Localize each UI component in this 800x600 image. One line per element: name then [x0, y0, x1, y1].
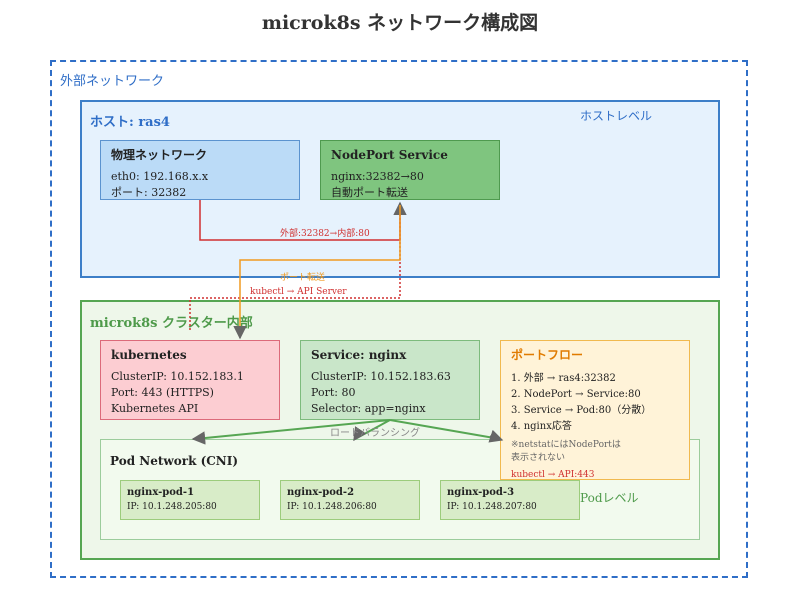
pod-ip: IP: 10.1.248.206:80: [287, 502, 377, 512]
external-network-region: [50, 60, 748, 578]
nginx-service-box: Service: nginx ClusterIP: 10.152.183.63 …: [300, 340, 480, 420]
pod-name: nginx-pod-3: [447, 487, 515, 498]
diagram-title: microk8s ネットワーク構成図: [261, 12, 539, 34]
load-balancing-label: ロードバランシング: [330, 428, 420, 439]
nginx-service-selector: Selector: app=nginx: [311, 402, 426, 415]
pod-name: nginx-pod-1: [127, 487, 195, 498]
pod-box-3: nginx-pod-3 IP: 10.1.248.207:80: [440, 480, 580, 520]
port-flow-note-2: 表示されない: [511, 453, 566, 463]
pod-name: nginx-pod-2: [287, 487, 355, 498]
port-flow-step: 1. 外部 → ras4:32382: [511, 373, 616, 384]
port-forward-label: ポート転送: [280, 273, 326, 283]
port-flow-step: 3. Service → Pod:80（分散）: [511, 405, 652, 416]
port-flow-kubectl-note: kubectl → API:443: [511, 470, 595, 480]
ext-internal-label: 外部:32382→内部:80: [280, 229, 370, 239]
port-flow-step: 2. NodePort → Service:80: [511, 389, 641, 400]
pod-box-2: nginx-pod-2 IP: 10.1.248.206:80: [280, 480, 420, 520]
cluster-label: microk8s クラスター内部: [90, 316, 253, 331]
load-balance-arrow-1: [191, 431, 206, 445]
port-forward-line: [239, 205, 401, 330]
pod-box-1: nginx-pod-1 IP: 10.1.248.205:80: [120, 480, 260, 520]
physical-port: ポート: 32382: [111, 186, 187, 199]
nodeport-service-box: NodePort Service nginx:32382→80 自動ポート転送: [320, 140, 500, 200]
nginx-service-cluster-ip: ClusterIP: 10.152.183.63: [311, 370, 451, 383]
load-balance-arrow-3: [488, 429, 504, 443]
pod-ip: IP: 10.1.248.205:80: [127, 502, 217, 512]
port-flow-note-1: ※netstatにはNodePortは: [511, 440, 621, 450]
host-label: ホスト: ras4: [90, 115, 170, 130]
kubernetes-cluster-ip: ClusterIP: 10.152.183.1: [111, 370, 244, 383]
load-balance-line-3: [389, 419, 501, 440]
port-flow-step: 4. nginx応答: [511, 421, 572, 432]
host-level-label: ホストレベル: [580, 109, 653, 123]
nodeport-desc: 自動ポート転送: [331, 186, 408, 199]
kubectl-api-label: kubectl → API Server: [250, 287, 347, 297]
physical-eth0: eth0: 192.168.x.x: [111, 170, 209, 183]
kubernetes-service-box: kubernetes ClusterIP: 10.152.183.1 Port:…: [100, 340, 280, 420]
nginx-service-port: Port: 80: [311, 386, 356, 399]
kubernetes-port: Port: 443 (HTTPS): [111, 386, 214, 399]
external-network-label: 外部ネットワーク: [60, 74, 165, 89]
pod-network-label: Pod Network (CNI): [110, 454, 239, 468]
kubernetes-title: kubernetes: [111, 348, 187, 362]
port-flow-box: ポートフロー 1. 外部 → ras4:32382 2. NodePort → …: [500, 340, 690, 480]
load-balance-line-1: [194, 419, 391, 440]
physical-network-title: 物理ネットワーク: [111, 148, 208, 162]
nodeport-mapping: nginx:32382→80: [331, 170, 424, 183]
load-balance-arrow-2: [353, 426, 367, 442]
port-flow-title: ポートフロー: [511, 348, 584, 362]
pod-level-label: Podレベル: [580, 491, 639, 505]
pod-ip: IP: 10.1.248.207:80: [447, 502, 537, 512]
nodeport-title: NodePort Service: [331, 148, 448, 162]
physical-network-box: 物理ネットワーク eth0: 192.168.x.x ポート: 32382: [100, 140, 300, 200]
nginx-service-title: Service: nginx: [311, 348, 407, 362]
kubernetes-desc: Kubernetes API: [111, 402, 199, 415]
kubectl-api-line: [189, 205, 401, 330]
